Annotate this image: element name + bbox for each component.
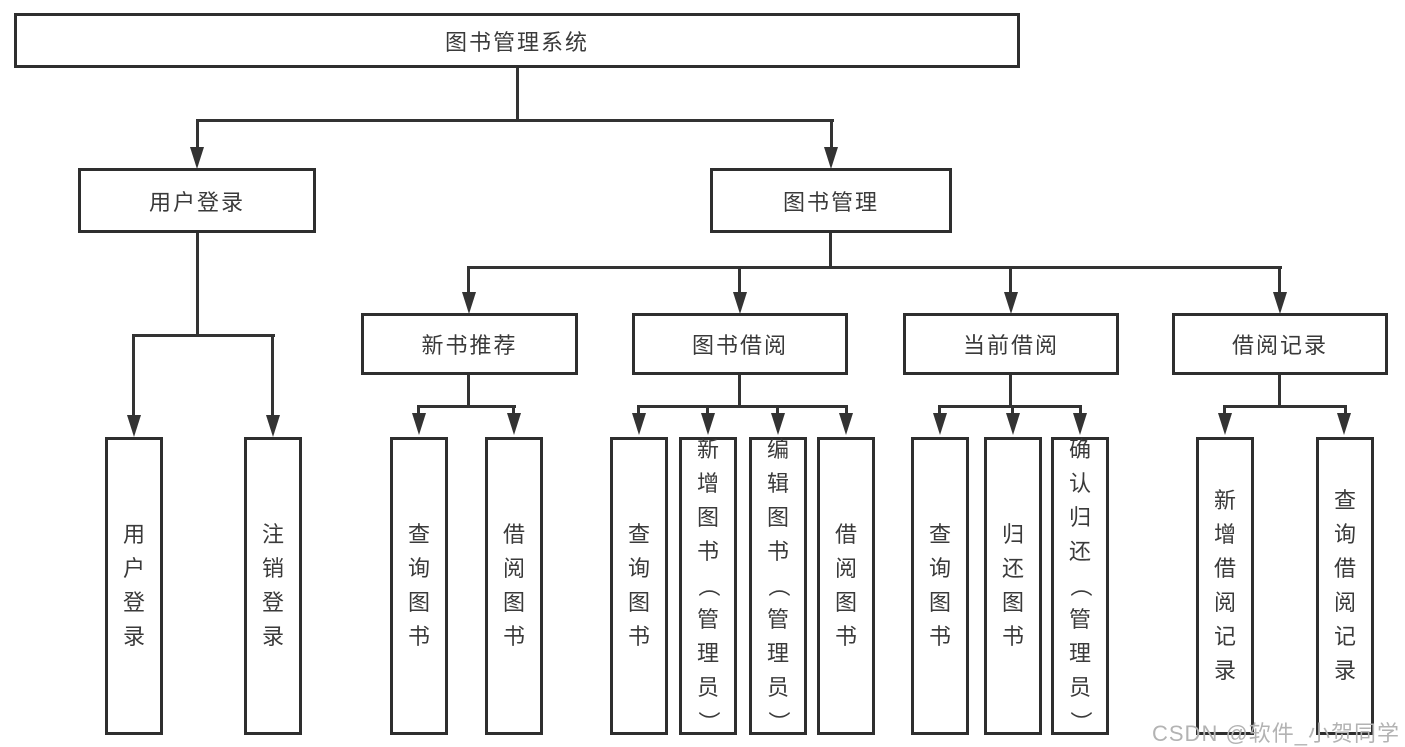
connector-line [467,266,1282,269]
connector-line [830,119,833,153]
node-new-book-recommend: 新书推荐 [361,313,578,375]
leaf-edit-books-admin: 编辑图书（管理员） [749,437,807,735]
connector-line [1278,266,1281,296]
connector-line [132,334,275,337]
leaf-label: 编辑图书（管理员） [765,437,791,734]
arrowhead-down [632,413,646,435]
connector-line [1223,405,1226,415]
leaf-label: 用户登录 [122,522,145,649]
leaf-label: 查询图书 [407,522,430,649]
node-library-management-system: 图书管理系统 [14,13,1020,68]
node-book-borrowing: 图书借阅 [632,313,848,375]
node-current-borrowing: 当前借阅 [903,313,1119,375]
connector-line [706,405,709,415]
arrowhead-down [507,413,521,435]
arrowhead-down [190,147,204,169]
arrowhead-down [701,413,715,435]
connector-line [1223,405,1347,408]
arrowhead-down [1006,413,1020,435]
leaf-add-borrow-record: 新增借阅记录 [1196,437,1254,735]
leaf-label: 查询图书 [627,522,650,649]
arrowhead-down [839,413,853,435]
leaf-return-books: 归还图书 [984,437,1042,735]
leaf-confirm-return-admin: 确认归还（管理员） [1051,437,1109,735]
arrowhead-down [1218,413,1232,435]
connector-line [196,119,199,153]
connector-line [938,405,941,415]
connector-line [829,233,832,269]
leaf-logout: 注销登录 [244,437,302,735]
arrowhead-down [771,413,785,435]
leaf-add-books-admin: 新增图书（管理员） [679,437,737,735]
connector-line [1009,375,1012,408]
connector-line [196,119,834,122]
connector-line [637,405,640,415]
connector-line [132,334,135,420]
leaf-query-books-borrowing: 查询图书 [610,437,668,735]
connector-line [271,334,274,420]
leaf-label: 借阅图书 [502,522,525,649]
connector-line [1344,405,1347,415]
leaf-label: 确认归还（管理员） [1067,437,1093,734]
arrowhead-down [127,415,141,437]
connector-line [516,68,519,122]
connector-line [417,405,420,415]
arrowhead-down [412,413,426,435]
arrowhead-down [462,292,476,314]
connector-line [637,405,848,408]
leaf-query-borrow-record: 查询借阅记录 [1316,437,1374,735]
leaf-label: 查询图书 [928,522,951,649]
connector-line [738,375,741,408]
connector-line [1009,266,1012,296]
csdn-watermark: CSDN @软件_小贺同学 [1152,721,1401,746]
connector-line [1011,405,1014,415]
leaf-label: 新增借阅记录 [1213,488,1236,683]
connector-line [512,405,515,415]
arrowhead-down [824,147,838,169]
arrowhead-down [733,292,747,314]
arrowhead-down [266,415,280,437]
connector-line [1278,375,1281,408]
leaf-user-login: 用户登录 [105,437,163,735]
connector-line [938,405,1082,408]
leaf-label: 借阅图书 [834,522,857,649]
connector-line [196,233,199,337]
connector-line [738,266,741,296]
connector-line [776,405,779,415]
connector-line [417,405,516,408]
node-borrowing-records: 借阅记录 [1172,313,1388,375]
arrowhead-down [1273,292,1287,314]
leaf-query-books-recommend: 查询图书 [390,437,448,735]
leaf-label: 归还图书 [1001,522,1024,649]
connector-line [467,266,470,296]
node-book-management: 图书管理 [710,168,952,233]
connector-line [467,375,470,408]
connector-line [1079,405,1082,415]
arrowhead-down [933,413,947,435]
leaf-label: 注销登录 [261,522,284,649]
leaf-label: 查询借阅记录 [1333,488,1356,683]
leaf-borrow-books-borrowing: 借阅图书 [817,437,875,735]
leaf-borrow-books-recommend: 借阅图书 [485,437,543,735]
leaf-query-books-current: 查询图书 [911,437,969,735]
arrowhead-down [1004,292,1018,314]
leaf-label: 新增图书（管理员） [695,437,721,734]
node-user-login: 用户登录 [78,168,316,233]
arrowhead-down [1337,413,1351,435]
connector-line [845,405,848,415]
arrowhead-down [1073,413,1087,435]
